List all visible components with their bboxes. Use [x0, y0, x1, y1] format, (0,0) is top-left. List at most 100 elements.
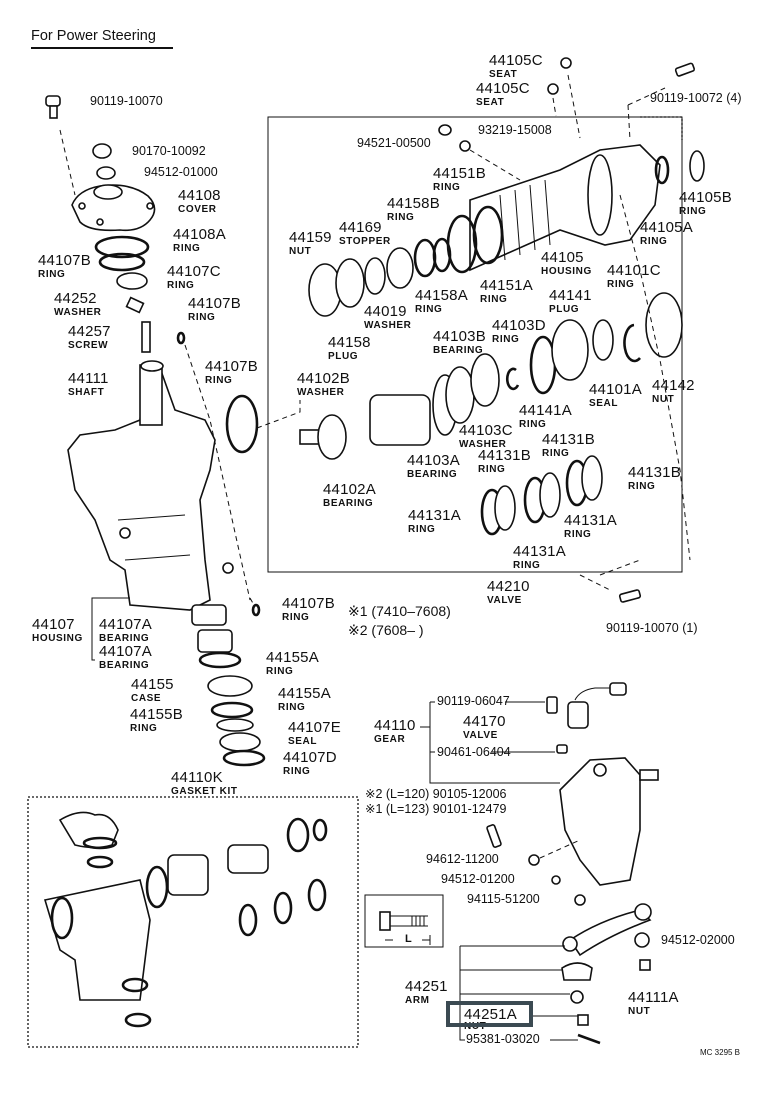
part-name: RING: [278, 702, 306, 713]
part-label[interactable]: 94521-00500: [357, 137, 431, 150]
part-label[interactable]: 95381-03020: [466, 1033, 540, 1046]
part-number: 94512-02000: [661, 933, 735, 947]
part-number: 44019: [364, 303, 407, 320]
part-label[interactable]: ※2 (L=120) 90105-12006: [365, 788, 507, 801]
bolt-icon: [438, 124, 452, 136]
part-label[interactable]: 90119-10070: [90, 95, 163, 108]
cover-icon: [71, 184, 156, 232]
o-ring-icon: [176, 331, 186, 345]
bolt-length-label: L: [405, 933, 412, 945]
part-name: RING: [607, 279, 635, 290]
part-label[interactable]: 94115-51200: [467, 893, 540, 906]
part-label[interactable]: ※1 (L=123) 90101-12479: [365, 803, 507, 816]
part-label[interactable]: 94512-01200: [441, 873, 515, 886]
cotter-pin-icon: [577, 1033, 601, 1045]
part-label[interactable]: 93219-15008: [478, 124, 552, 137]
part-number: 44111A: [628, 989, 679, 1006]
bolt-icon: [618, 589, 642, 603]
washer-icon: [570, 990, 584, 1004]
bolt-legend-icon: [379, 911, 431, 945]
part-name: SHAFT: [68, 387, 105, 398]
washer-icon: [551, 875, 561, 885]
part-number: 90119-10070: [90, 94, 163, 108]
part-number: 44158A: [415, 287, 468, 304]
bolt-icon: [45, 95, 61, 119]
o-ring-icon: [98, 252, 146, 272]
o-ring-icon: [225, 394, 259, 454]
part-label[interactable]: 90119-10072 (4): [650, 92, 742, 105]
part-number: 44101C: [607, 262, 661, 279]
part-label[interactable]: 90461-06404: [437, 746, 511, 759]
part-label[interactable]: 90119-06047: [437, 695, 510, 708]
part-label[interactable]: 90119-10070 (1): [606, 622, 698, 635]
part-label[interactable]: 90170-10092: [132, 145, 206, 158]
part-number: 44158B: [387, 195, 440, 212]
part-number: 44103A: [407, 452, 460, 469]
part-label[interactable]: 94612-11200: [426, 853, 499, 866]
part-name: BEARING: [433, 345, 484, 356]
part-number: 44107: [32, 616, 75, 633]
part-label[interactable]: 94512-01000: [144, 166, 218, 179]
part-name: RING: [205, 375, 233, 386]
part-label[interactable]: 94512-02000: [661, 934, 735, 947]
part-number: 90461-06404: [437, 745, 511, 759]
nut-icon: [574, 894, 586, 906]
ring-icon: [581, 455, 603, 501]
